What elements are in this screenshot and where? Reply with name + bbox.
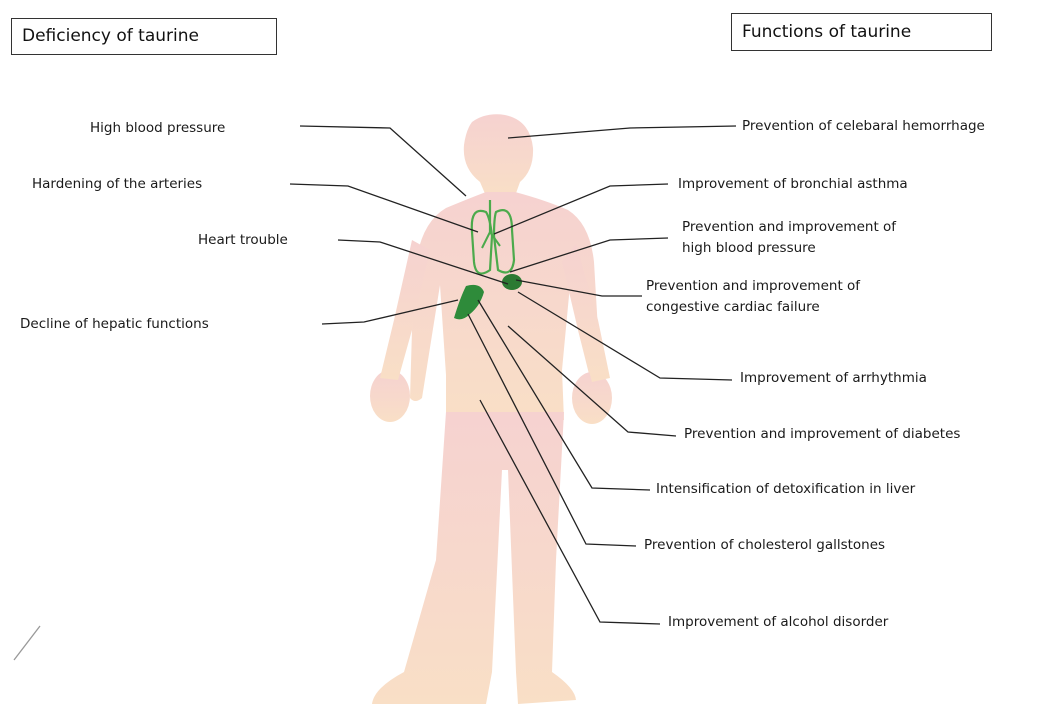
function-label: Improvement of arrhythmia	[740, 368, 927, 388]
deficiency-label: Decline of hepatic functions	[20, 314, 209, 334]
deficiency-header: Deficiency of taurine	[22, 26, 199, 46]
function-label: Intensification of detoxification in liv…	[656, 479, 915, 499]
heart	[502, 274, 522, 290]
function-label: Improvement of bronchial asthma	[678, 174, 908, 194]
function-label: Improvement of alcohol disorder	[668, 612, 888, 632]
function-label: Prevention of celebaral hemorrhage	[742, 116, 985, 136]
deficiency-header-box: Deficiency of taurine	[11, 18, 277, 55]
leader-celebaral	[508, 126, 736, 138]
head	[464, 114, 533, 196]
function-label: Prevention of cholesterol gallstones	[644, 535, 885, 555]
deficiency-label: High blood pressure	[90, 118, 225, 138]
function-label: congestive cardiac failure	[646, 297, 820, 317]
pencil-mark	[14, 626, 40, 660]
function-label: Prevention and improvement of	[682, 217, 896, 237]
functions-header-box: Functions of taurine	[731, 13, 992, 51]
function-label: high blood pressure	[682, 238, 816, 258]
deficiency-label: Hardening of the arteries	[32, 174, 202, 194]
legs	[372, 412, 576, 704]
functions-header: Functions of taurine	[742, 22, 911, 42]
deficiency-label: Heart trouble	[198, 230, 288, 250]
function-label: Prevention and improvement of diabetes	[684, 424, 960, 444]
leader-hepatic	[322, 300, 458, 324]
function-label: Prevention and improvement of	[646, 276, 860, 296]
